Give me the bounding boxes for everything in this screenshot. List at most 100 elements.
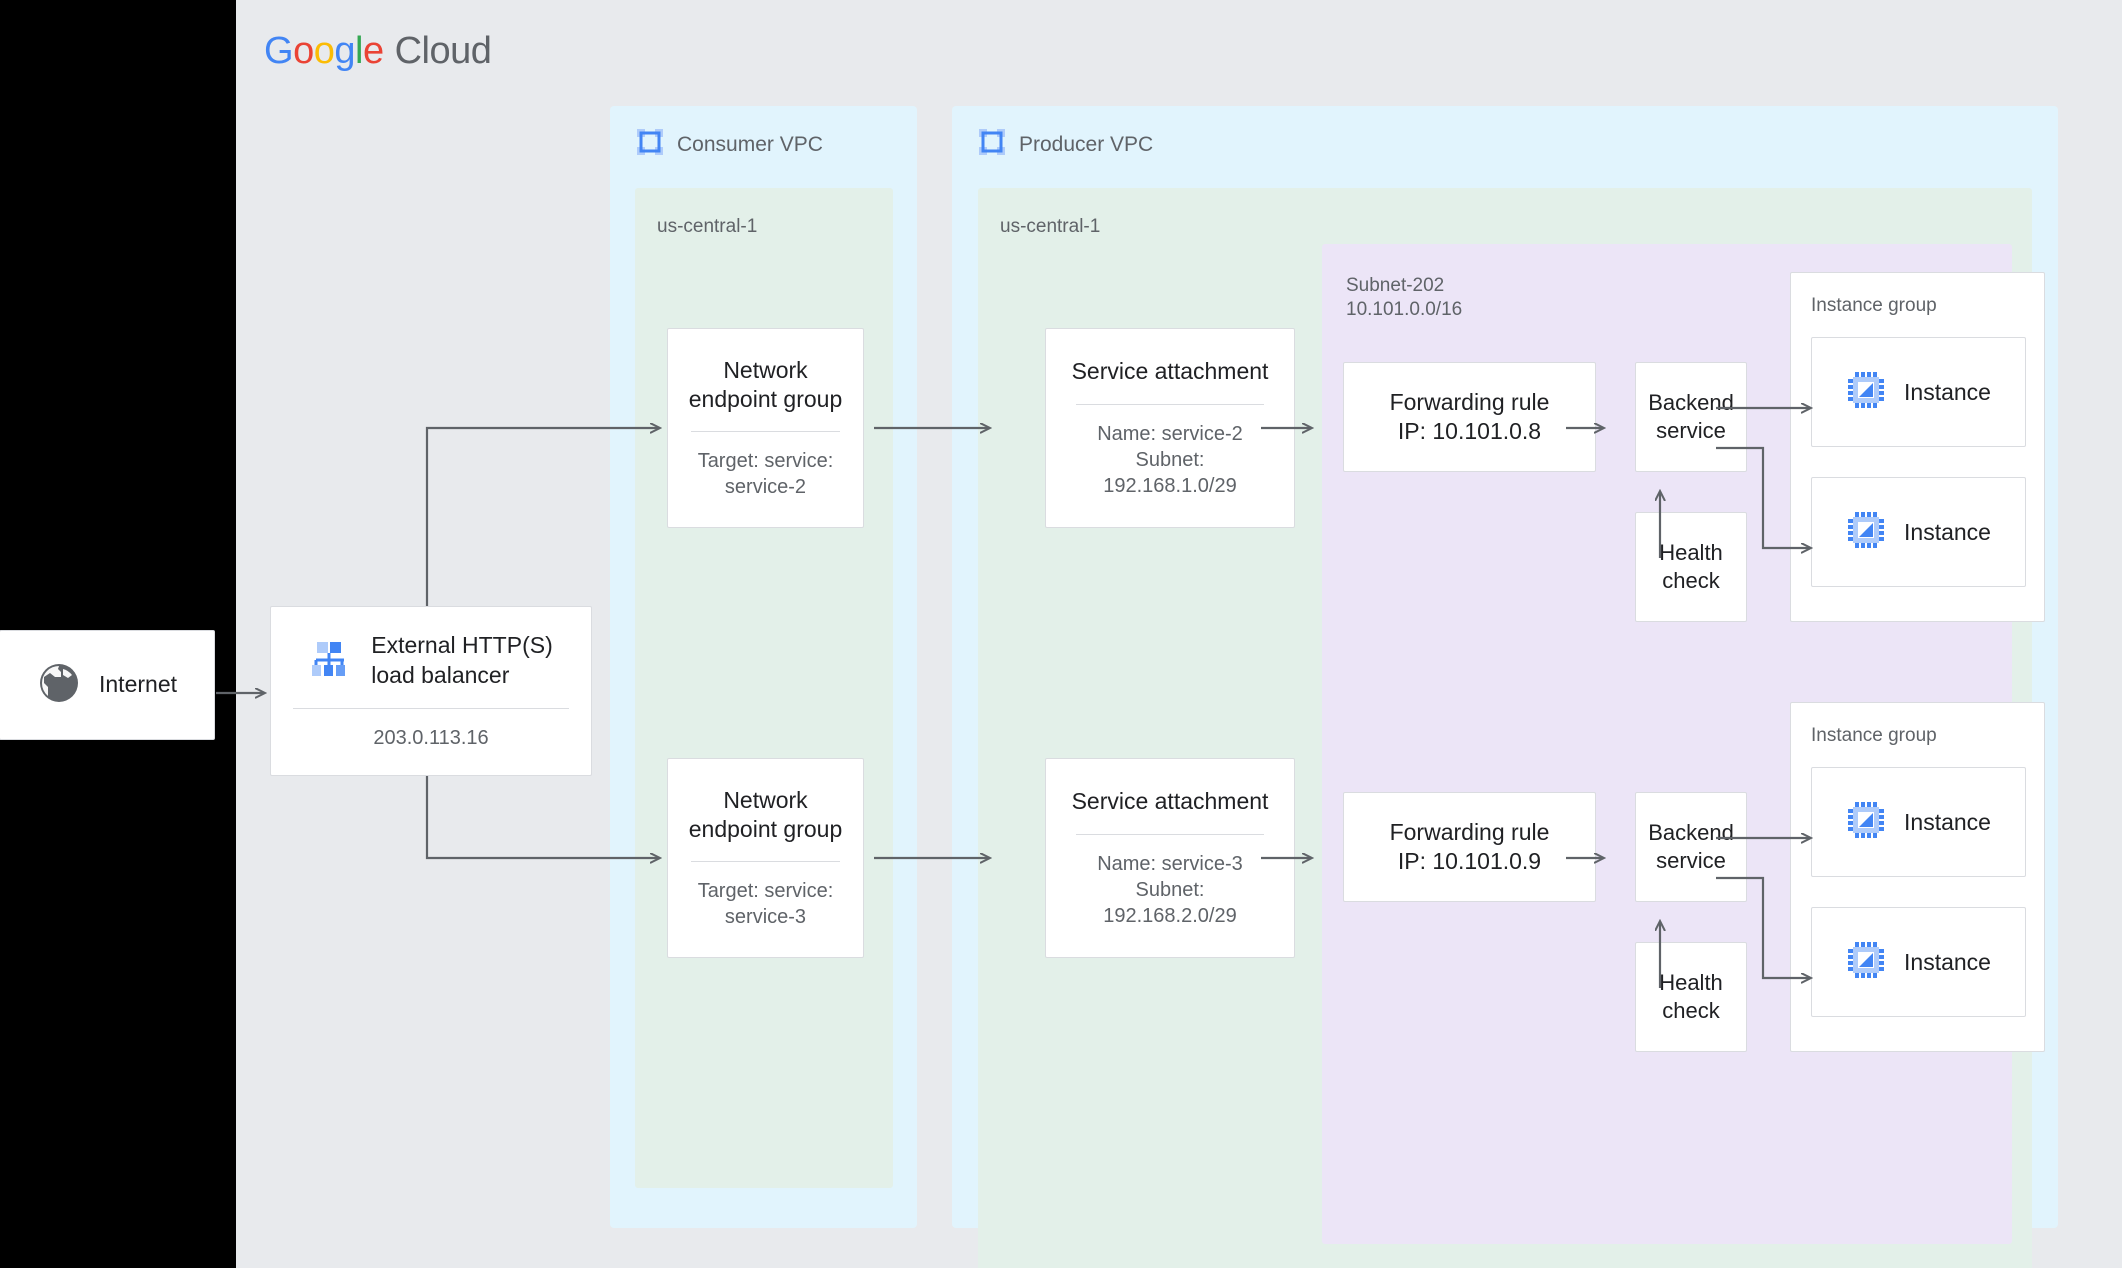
logo-letter-o1: o	[293, 30, 314, 72]
vm-instance-icon	[1846, 800, 1886, 845]
neg-1-title-line1: Network	[723, 356, 808, 383]
backend-service-2-line1: Backend	[1648, 819, 1734, 845]
neg-1-divider	[691, 431, 840, 433]
neg-2-title: Network endpoint group	[679, 786, 852, 845]
internet-node[interactable]: Internet	[0, 630, 215, 740]
lb-ip-address: 203.0.113.16	[373, 726, 489, 749]
logo-letter-g: G	[264, 30, 294, 72]
forwarding-rule-2-text: Forwarding rule IP: 10.101.0.9	[1380, 818, 1560, 877]
external-http-load-balancer[interactable]: External HTTP(S) load balancer 203.0.113…	[270, 606, 592, 776]
lb-title-line2: load balancer	[371, 661, 510, 688]
vpc-icon	[978, 128, 1006, 161]
neg-2-title-line2: endpoint group	[688, 816, 843, 842]
backend-service-2[interactable]: Backend service	[1635, 792, 1747, 902]
consumer-region-label: us-central-1	[657, 216, 758, 237]
consumer-vpc-title: Consumer VPC	[677, 132, 823, 156]
neg-1-target-label: Target: service:	[697, 450, 834, 473]
lb-row: External HTTP(S) load balancer	[293, 631, 568, 690]
consumer-vpc-header: Consumer VPC	[636, 128, 823, 161]
instance-1-2[interactable]: Instance	[1811, 477, 2026, 587]
service-attachment-1-name: Name: service-2	[1097, 422, 1243, 445]
forwarding-rule-2-ip: IP: 10.101.0.9	[1397, 848, 1542, 874]
instance-2-2[interactable]: Instance	[1811, 907, 2026, 1017]
health-check-2-text: Health check	[1649, 969, 1733, 1025]
neg-1-title: Network endpoint group	[679, 356, 852, 415]
globe-icon	[37, 661, 81, 710]
neg-2-target-value: service-3	[724, 906, 807, 929]
lb-title: External HTTP(S) load balancer	[371, 631, 552, 690]
service-attachment-1-divider	[1075, 403, 1265, 405]
subnet-202-cidr: 10.101.0.0/16	[1346, 298, 1463, 320]
subnet-202-label: Subnet-202 10.101.0.0/16	[1346, 274, 1462, 322]
neg-2-title-line1: Network	[723, 786, 808, 813]
consumer-vpc-container: Consumer VPC us-central-1 Network endpoi…	[610, 106, 917, 1228]
service-attachment-1-subnet-cidr: 192.168.1.0/29	[1103, 474, 1237, 497]
instance-group-1-label: Instance group	[1811, 295, 1937, 316]
logo-letter-o2: o	[313, 30, 335, 72]
subnet-202-name: Subnet-202	[1346, 275, 1445, 296]
service-attachment-2-details: Name: service-3 Subnet: 192.168.2.0/29	[1087, 851, 1253, 929]
forwarding-rule-2-label: Forwarding rule	[1389, 818, 1550, 845]
logo-letter-g2: g	[334, 30, 355, 72]
vpc-icon	[636, 128, 664, 161]
service-attachment-1-title: Service attachment	[1071, 358, 1269, 385]
logo-letter-e: e	[362, 30, 384, 72]
neg-2-subtitle: Target: service: service-3	[688, 878, 844, 930]
neg-1-target-value: service-2	[724, 476, 807, 499]
health-check-2[interactable]: Health check	[1635, 942, 1747, 1052]
service-attachment-2-subnet-label: Subnet:	[1135, 878, 1205, 901]
instance-1-1-label: Instance	[1904, 378, 1991, 405]
service-attachment-1-details: Name: service-2 Subnet: 192.168.1.0/29	[1087, 421, 1253, 499]
backend-service-1[interactable]: Backend service	[1635, 362, 1747, 472]
instance-group-2-label: Instance group	[1811, 725, 1937, 746]
service-attachment-2[interactable]: Service attachment Name: service-3 Subne…	[1045, 758, 1295, 958]
service-attachment-2-divider	[1075, 833, 1265, 835]
backend-service-1-line1: Backend	[1648, 389, 1734, 415]
network-endpoint-group-1[interactable]: Network endpoint group Target: service: …	[667, 328, 864, 528]
internet-row: Internet	[21, 661, 193, 710]
vm-instance-icon	[1846, 510, 1886, 555]
instance-group-1: Instance group	[1790, 272, 2045, 622]
logo-letter-l: l	[354, 30, 363, 72]
backend-service-1-text: Backend service	[1638, 389, 1744, 445]
service-attachment-1[interactable]: Service attachment Name: service-2 Subne…	[1045, 328, 1295, 528]
subnet-202-container: Subnet-202 10.101.0.0/16 Forwarding rule…	[1322, 244, 2045, 1244]
instance-group-2: Instance group	[1790, 702, 2045, 1052]
forwarding-rule-1-text: Forwarding rule IP: 10.101.0.8	[1380, 388, 1560, 447]
neg-2-target-label: Target: service:	[697, 880, 834, 903]
health-check-1-line1: Health	[1659, 539, 1723, 565]
neg-2-divider	[691, 861, 840, 863]
lb-title-line1: External HTTP(S)	[371, 632, 553, 659]
instance-1-2-label: Instance	[1904, 518, 1991, 545]
network-endpoint-group-2[interactable]: Network endpoint group Target: service: …	[667, 758, 864, 958]
producer-vpc-container: Producer VPC us-central-1 Service attach…	[952, 106, 2058, 1268]
instance-2-2-label: Instance	[1904, 948, 1991, 975]
vm-instance-icon	[1846, 370, 1886, 415]
internet-label: Internet	[99, 671, 177, 698]
forwarding-rule-2[interactable]: Forwarding rule IP: 10.101.0.9	[1343, 792, 1596, 902]
producer-region-label: us-central-1	[1000, 216, 1101, 237]
service-attachment-2-name: Name: service-3	[1097, 852, 1243, 875]
instance-1-1[interactable]: Instance	[1811, 337, 2026, 447]
forwarding-rule-1[interactable]: Forwarding rule IP: 10.101.0.8	[1343, 362, 1596, 472]
backend-service-1-line2: service	[1656, 418, 1726, 443]
lb-divider	[293, 707, 569, 709]
vm-instance-icon	[1846, 940, 1886, 985]
health-check-1[interactable]: Health check	[1635, 512, 1747, 622]
producer-vpc-title: Producer VPC	[1019, 132, 1154, 156]
backend-service-2-line2: service	[1656, 848, 1726, 873]
neg-1-title-line2: endpoint group	[688, 386, 843, 412]
service-attachment-2-subnet-cidr: 192.168.2.0/29	[1103, 904, 1237, 927]
instance-2-1-label: Instance	[1904, 808, 1991, 835]
producer-region-container: us-central-1 Service attachment Name: se…	[978, 188, 2045, 1268]
forwarding-rule-1-ip: IP: 10.101.0.8	[1397, 418, 1542, 444]
forwarding-rule-1-label: Forwarding rule	[1389, 388, 1550, 415]
backend-service-2-text: Backend service	[1638, 819, 1744, 875]
health-check-2-line1: Health	[1659, 969, 1723, 995]
instance-2-1[interactable]: Instance	[1811, 767, 2026, 877]
producer-vpc-header: Producer VPC	[978, 128, 1153, 161]
load-balancer-icon	[309, 636, 353, 685]
service-attachment-2-title: Service attachment	[1071, 788, 1269, 815]
